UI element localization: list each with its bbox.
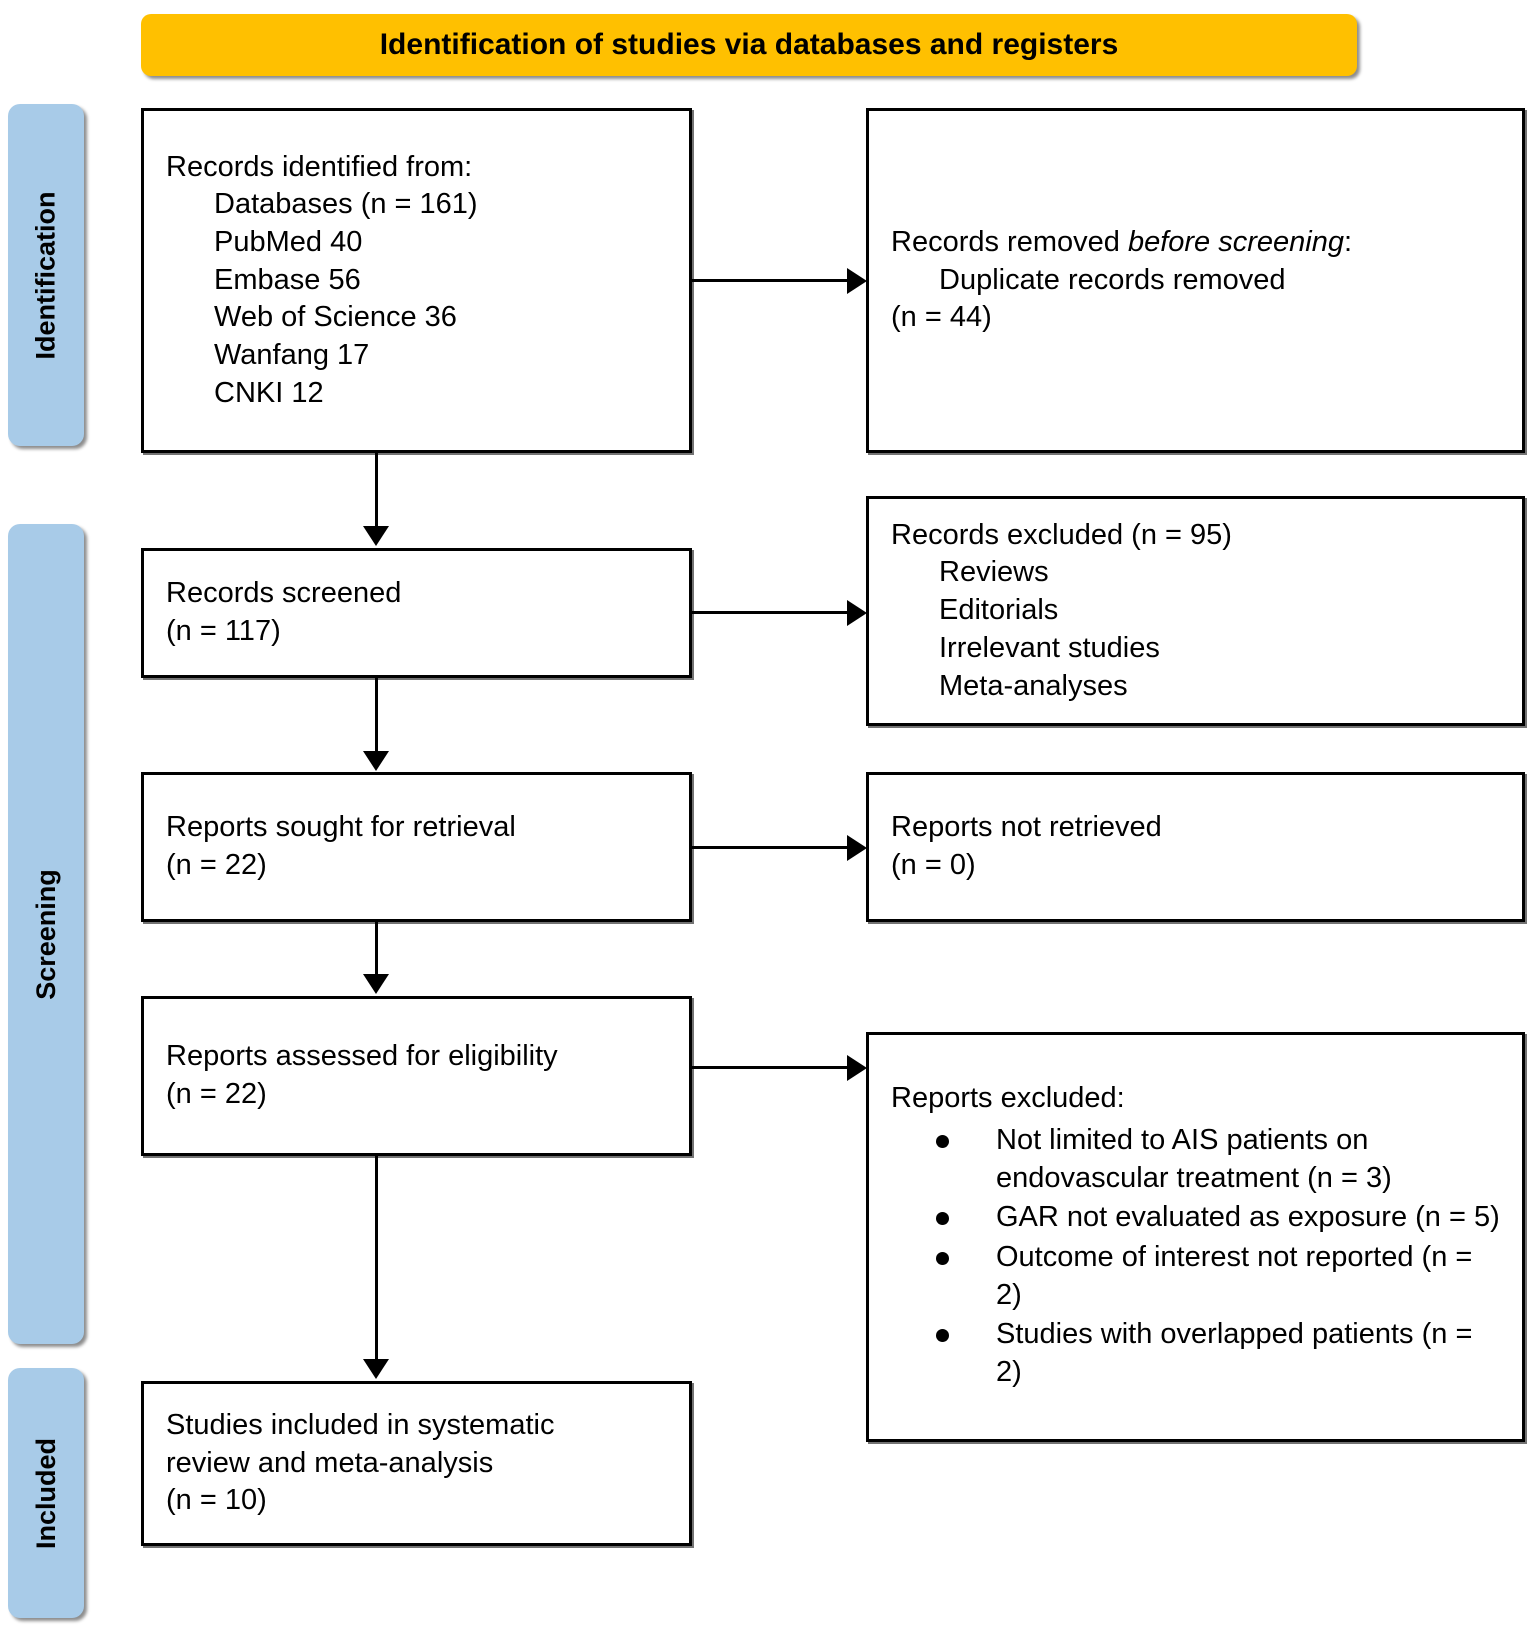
box-records-removed-content: Records removed before screening: Duplic… [869, 224, 1522, 337]
studies-included-line-1: Studies included in systematic [166, 1408, 555, 1441]
arrowhead-identified-to-removed [847, 268, 867, 294]
records-excluded-line-3: Meta-analyses [939, 669, 1128, 702]
studies-included-line-2: review and meta-analysis [166, 1446, 494, 1479]
bullet-dot-icon [936, 1134, 949, 1148]
connector-sought-to-not-retrieved [692, 846, 847, 849]
bullet-dot-icon [936, 1329, 949, 1343]
reports-excluded-bullet-1: GAR not evaluated as exposure (n = 5) [996, 1201, 1500, 1234]
connector-assessed-to-included [375, 1156, 378, 1363]
box-records-identified-content: Records identified from: Databases (n = … [144, 149, 689, 413]
connector-sought-to-assessed [375, 922, 378, 978]
reports-sought-line-2: (n = 22) [166, 849, 267, 881]
records-removed-heading-italic: before screening [1127, 225, 1344, 258]
stage-label-screening: Screening [8, 524, 84, 1344]
records-excluded-line-2: Irrelevant studies [939, 631, 1160, 664]
box-records-screened: Records screened (n = 117) [141, 548, 692, 678]
box-records-excluded: Records excluded (n = 95) Reviews Editor… [866, 496, 1525, 726]
reports-excluded-heading: Reports excluded: [891, 1082, 1125, 1115]
stage-label-identification-text: Identification [30, 191, 61, 359]
arrowhead-sought-to-not-retrieved [847, 835, 867, 861]
reports-excluded-bullet-3: Studies with overlapped patients (n = 2) [996, 1318, 1473, 1389]
connector-identified-to-removed [692, 279, 847, 282]
connector-assessed-to-reports-excluded [692, 1066, 847, 1069]
connector-screened-to-records-excluded [692, 611, 847, 614]
box-reports-sought: Reports sought for retrieval (n = 22) [141, 772, 692, 922]
box-reports-excluded-content: Reports excluded: Not limited to AIS pat… [869, 1080, 1522, 1394]
records-removed-heading: Records removed before screening: [891, 224, 1500, 262]
box-reports-sought-content: Reports sought for retrieval (n = 22) [144, 809, 689, 884]
list-item: Studies with overlapped patients (n = 2) [891, 1316, 1500, 1391]
list-item: Not limited to AIS patients on endovascu… [891, 1122, 1500, 1197]
studies-included-line-3: (n = 10) [166, 1484, 267, 1517]
page-title: Identification of studies via databases … [379, 28, 1119, 61]
box-studies-included: Studies included in systematic review an… [141, 1381, 692, 1546]
box-reports-excluded: Reports excluded: Not limited to AIS pat… [866, 1032, 1525, 1442]
stage-label-included: Included [8, 1368, 84, 1618]
records-identified-heading: Records identified from: [166, 150, 473, 183]
reports-sought-line-1: Reports sought for retrieval [166, 811, 516, 844]
box-reports-assessed: Reports assessed for eligibility (n = 22… [141, 996, 692, 1156]
list-item: Outcome of interest not reported (n = 2) [891, 1239, 1500, 1314]
arrowhead-assessed-to-included [363, 1359, 389, 1379]
box-reports-not-retrieved-content: Reports not retrieved (n = 0) [869, 809, 1522, 884]
records-identified-line-2: Embase 56 [214, 263, 361, 296]
reports-assessed-line-2: (n = 22) [166, 1078, 267, 1110]
arrowhead-sought-to-assessed [363, 974, 389, 994]
records-excluded-line-0: Reviews [939, 556, 1049, 589]
bullet-dot-icon [936, 1212, 949, 1226]
records-identified-line-4: Wanfang 17 [214, 339, 370, 372]
stage-label-screening-text: Screening [30, 868, 61, 1000]
records-removed-line-0: Duplicate records removed [939, 263, 1286, 296]
arrowhead-assessed-to-reports-excluded [847, 1055, 867, 1081]
records-screened-line-1: Records screened [166, 577, 402, 610]
bullet-dot-icon [936, 1252, 949, 1265]
connector-identified-to-screened [375, 453, 378, 528]
records-identified-line-0: Databases (n = 161) [214, 188, 478, 221]
connector-screened-to-sought [375, 678, 378, 755]
reports-excluded-bullet-2: Outcome of interest not reported (n = 2) [996, 1241, 1473, 1311]
records-removed-line-1: (n = 44) [891, 301, 992, 334]
box-studies-included-content: Studies included in systematic review an… [144, 1407, 689, 1520]
arrowhead-screened-to-records-excluded [847, 600, 867, 626]
records-identified-line-3: Web of Science 36 [214, 301, 457, 334]
box-records-removed: Records removed before screening: Duplic… [866, 108, 1525, 453]
records-identified-line-1: PubMed 40 [214, 225, 363, 258]
diagram-header-banner: Identification of studies via databases … [141, 14, 1357, 76]
records-screened-line-2: (n = 117) [166, 615, 281, 647]
box-reports-not-retrieved: Reports not retrieved (n = 0) [866, 772, 1525, 922]
records-excluded-heading: Records excluded (n = 95) [891, 518, 1232, 551]
stage-label-included-text: Included [30, 1437, 61, 1549]
reports-not-retrieved-line-2: (n = 0) [891, 849, 976, 881]
box-reports-assessed-content: Reports assessed for eligibility (n = 22… [144, 1038, 689, 1113]
records-removed-heading-pre: Records removed [891, 225, 1128, 258]
arrowhead-screened-to-sought [363, 751, 389, 771]
reports-excluded-bullet-0: Not limited to AIS patients on endovascu… [996, 1123, 1392, 1194]
box-records-screened-content: Records screened (n = 117) [144, 575, 689, 650]
records-identified-line-5: CNKI 12 [214, 376, 324, 409]
box-records-excluded-content: Records excluded (n = 95) Reviews Editor… [869, 517, 1522, 705]
stage-label-identification: Identification [8, 104, 84, 446]
reports-excluded-bullet-list: Not limited to AIS patients on endovascu… [891, 1122, 1500, 1392]
reports-assessed-line-1: Reports assessed for eligibility [166, 1040, 558, 1073]
reports-not-retrieved-line-1: Reports not retrieved [891, 811, 1162, 844]
box-records-identified: Records identified from: Databases (n = … [141, 108, 692, 453]
records-excluded-line-1: Editorials [939, 594, 1059, 627]
records-removed-heading-post: : [1343, 225, 1353, 258]
list-item: GAR not evaluated as exposure (n = 5) [891, 1199, 1500, 1237]
arrowhead-identified-to-screened [363, 526, 389, 546]
